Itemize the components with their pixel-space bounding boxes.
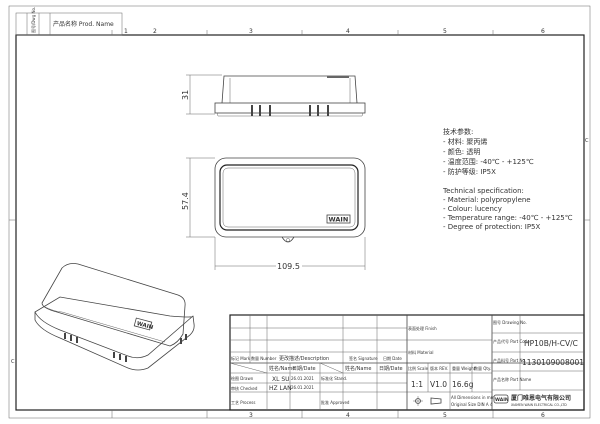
part-code: HP10B/H-CV/C [524,339,578,348]
technical-specs: 技术参数: - 材料: 聚丙烯 - 颜色: 透明 - 温度范围: -40℃ - … [442,127,573,231]
col-5-bottom: 5 [443,412,447,419]
company-name-en: XIAMEN WAIN ELECTRICAL CO.,LTD [511,403,567,407]
iso-logo-text: WAIN [136,321,154,331]
column-markers: 1 2 3 4 5 6 3 4 5 6 C C [9,28,590,419]
mark-label: 标记 Mark [231,355,251,361]
isometric-view: WAIN [34,263,195,371]
dim-width-label: 57.4 [181,192,190,210]
drawn-label: 绘图 Drawn [231,375,254,381]
checked-label: 审核 Checked [231,385,258,391]
number-label: 数量 Number [251,355,277,361]
spec-en-item: - Colour: lucency [443,205,502,213]
dimension-width: 57.4 [181,157,215,238]
dimension-length: 109.5 [214,237,366,271]
date-label: 日期 Date [383,355,402,361]
side-view [214,75,366,117]
col-5: 5 [443,28,447,35]
outer-frame [8,5,591,419]
rev-label: 版本 REV. [430,365,448,371]
material-label: 材料 Material [408,349,434,355]
name-col2-label: 姓名/Name [345,365,371,372]
corner-box: 图号/Dwg No. 产品名称 Prod. Name [15,7,123,36]
qty-label: 数量 Qty. [474,365,491,371]
row-c-left: C [11,359,15,365]
scale-value: 1:1 [411,380,423,389]
company-name-cn: 厦门唯恩电气有限公司 [511,394,571,402]
approved-label: 批准 Approved [321,399,350,405]
weight-label: 重量 Weight [452,365,476,371]
drawn-date: 26.01.2021 [291,376,314,381]
company-logo-text: WAIN [495,397,509,403]
description-label: 更改描述/Description [279,355,329,362]
projection-symbol-icon [413,396,442,406]
weight-value: 16.6g [452,380,474,389]
spec-en-item: - Degree of protection: IP5X [443,223,541,231]
company-logo: WAIN [493,394,509,404]
dim-length-label: 109.5 [277,262,300,271]
spec-en-title: Technical specification: [442,187,524,195]
finish-label: 表面处理 Finish [408,325,437,331]
drawn-name: XL SU [272,376,290,383]
spec-cn-item: - 颜色: 透明 [443,147,480,156]
part-no-label: 产品料号 Part No. [493,357,526,363]
stand-label: 标准化 Stand. [321,375,347,381]
top-view: WAIN [214,157,366,243]
col-2: 2 [153,28,157,35]
dims-note-2: Original Size DIN A 4 [451,402,493,407]
title-block: 标记 Mark 数量 Number 更改描述/Description 签名 Si… [229,314,585,411]
spec-cn-title: 技术参数: [443,127,473,136]
col-6-bottom: 6 [541,412,545,419]
part-code-label: 产品代号 Part Code [493,338,530,344]
name-col-label: 姓名/Name [269,365,295,372]
col-3: 3 [249,28,253,35]
drawing-no-label: 图号 Drawing No. [493,319,527,325]
spec-en-item: - Temperature range: -40℃ - +125℃ [443,214,573,222]
signature-label: 签名 Signature [349,355,378,361]
scale-label: 比例 Scale [408,365,429,371]
dimension-height: 31 [181,74,222,115]
process-label: 工艺 Process [231,400,255,405]
col-4-bottom: 4 [346,412,350,419]
wain-logo [326,214,351,224]
checked-date: 26.01.2021 [291,385,314,390]
checked-name: HZ LAN [269,385,292,392]
corner-cell-2: 产品名称 Prod. Name [53,20,114,28]
col-3-bottom: 3 [249,412,253,419]
date-col-label: 日期/Date [292,366,316,372]
col-6: 6 [541,28,545,35]
spec-cn-item: - 温度范围: -40℃ - +125℃ [443,157,534,166]
spec-cn-item: - 防护等级: IP5X [443,167,496,176]
corner-cell-1: 图号/Dwg No. [30,7,36,33]
spec-en-item: - Material: polypropylene [443,196,531,204]
spec-cn-item: - 材料: 聚丙烯 [443,137,487,146]
dim-height-label: 31 [181,90,190,100]
row-c-right: C [585,138,589,144]
col-4: 4 [346,28,350,35]
wain-logo-text: WAIN [329,216,349,224]
rev-value: V1.0 [430,380,447,389]
part-no: 1130109008001 [522,358,584,367]
part-name-label: 产品名称 Part Name [493,376,532,382]
dims-note-1: All Dimensions in mm [451,395,495,400]
date-col2-label: 日期/Date [379,366,403,372]
col-1: 1 [124,28,128,35]
